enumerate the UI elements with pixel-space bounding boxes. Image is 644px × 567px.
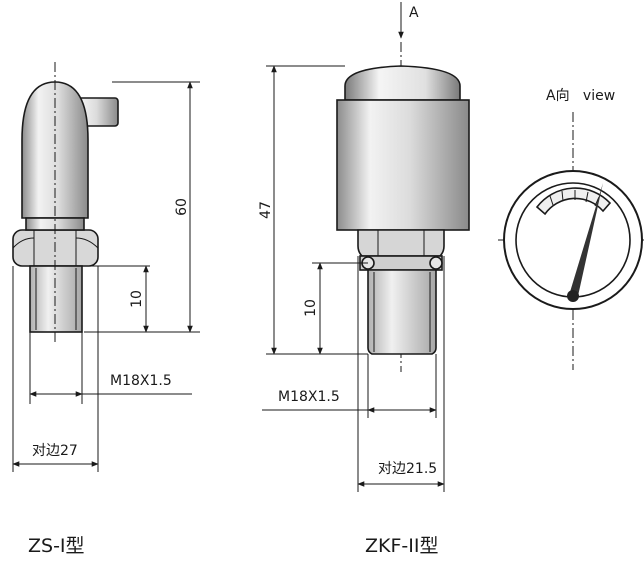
zs-thread-spec: M18X1.5 [110, 373, 172, 389]
zkf-sensor-drawing: A 47 10 M18X1.5 [258, 2, 470, 557]
zkf-height-dimension: 47 [258, 201, 274, 219]
zs-hex-across-flats: 对边27 [32, 443, 78, 459]
gauge-scale-arc [535, 187, 612, 216]
zs-thread-length-dimension: 10 [129, 290, 145, 308]
zkf-model-title: ZKF-II型 [365, 535, 438, 557]
gauge-needle [570, 183, 603, 296]
zs-model-title: ZS-I型 [28, 535, 85, 557]
gauge-needle-hub [567, 290, 579, 302]
zkf-thread-spec: M18X1.5 [278, 389, 340, 405]
view-marker-a: A [409, 5, 419, 21]
zkf-cylinder-body [336, 99, 470, 231]
zkf-thread [367, 269, 437, 355]
zs-sensor-drawing: 60 10 M18X1.5 对边27 ZS-I型 [12, 62, 200, 557]
zkf-hex-across-flats: 对边21.5 [378, 461, 437, 477]
gauge-view-label: A向 view [546, 88, 615, 104]
zs-thread [29, 265, 83, 333]
zs-height-dimension: 60 [174, 198, 190, 216]
zkf-dome-cap [344, 65, 461, 101]
gauge-view: A向 view [498, 88, 644, 370]
zkf-hex-nut [357, 229, 445, 257]
zkf-thread-length-dimension: 10 [303, 299, 319, 317]
